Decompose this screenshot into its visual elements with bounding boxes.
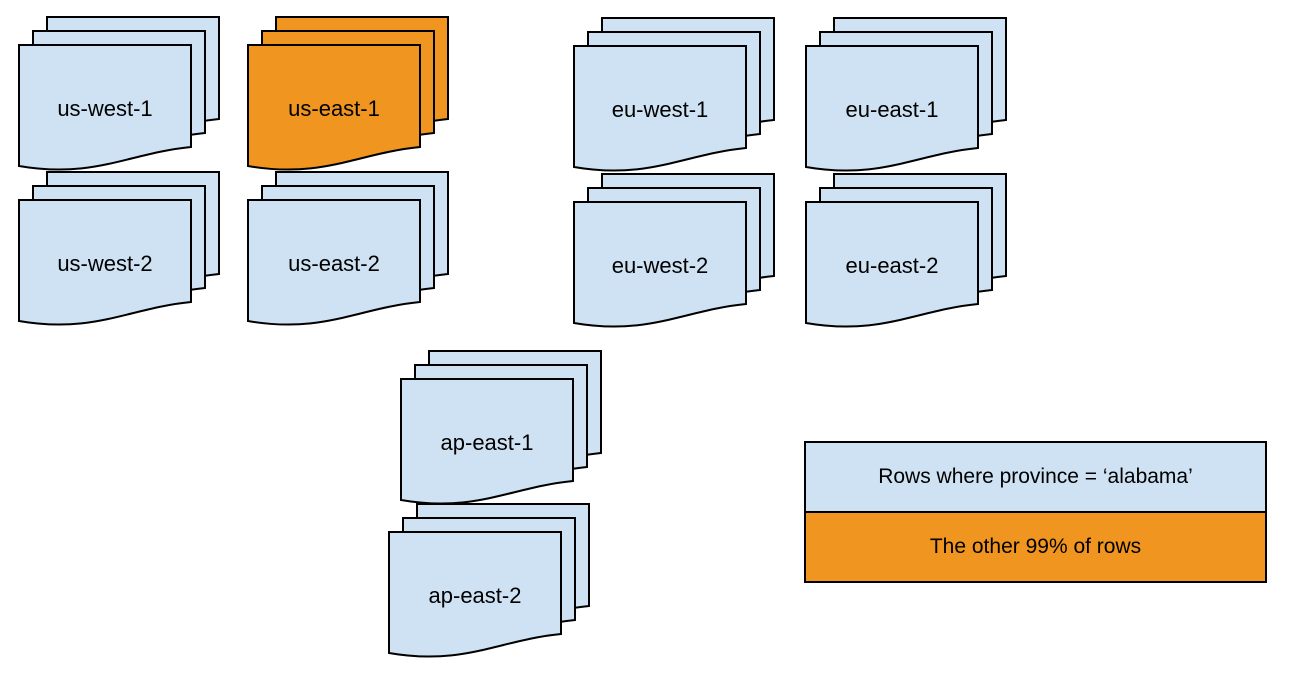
document-stack-icon [247,16,449,171]
document-page-front [573,201,747,328]
region-stack-eu-east-2: eu-east-2 [804,172,1009,336]
region-stack-us-east-1: us-east-1 [246,15,451,179]
legend-item-alabama-rows: Rows where province = ‘alabama’ [806,443,1265,513]
document-page-front [805,201,979,328]
document-stack-icon [388,503,590,658]
legend-item-label: Rows where province = ‘alabama’ [878,465,1193,488]
document-stack-icon [573,173,775,328]
region-stack-eu-west-1: eu-west-1 [572,16,777,180]
legend-item-label: The other 99% of rows [929,535,1142,558]
document-stack-icon [805,173,1007,328]
region-stack-eu-east-1: eu-east-1 [804,16,1009,180]
document-page-front [18,199,192,326]
document-stack-icon [400,350,602,505]
legend-item-other-rows: The other 99% of rows [806,513,1265,581]
region-stack-eu-west-2: eu-west-2 [572,172,777,336]
document-page-front [400,378,574,505]
document-stack-icon [18,171,220,326]
region-stack-us-west-1: us-west-1 [17,15,222,179]
region-stack-ap-east-2: ap-east-2 [387,502,592,666]
document-page-front [388,531,562,658]
document-page-front [573,45,747,172]
region-stack-us-east-2: us-east-2 [246,170,451,334]
region-stack-ap-east-1: ap-east-1 [399,349,604,513]
document-stack-icon [573,17,775,172]
document-page-front [805,45,979,172]
document-stack-icon [18,16,220,171]
region-stack-us-west-2: us-west-2 [17,170,222,334]
document-page-front [247,199,421,326]
document-stack-icon [247,171,449,326]
document-stack-icon [805,17,1007,172]
document-page-front [18,44,192,171]
document-page-front [247,44,421,171]
legend: Rows where province = ‘alabama’ The othe… [804,441,1267,583]
